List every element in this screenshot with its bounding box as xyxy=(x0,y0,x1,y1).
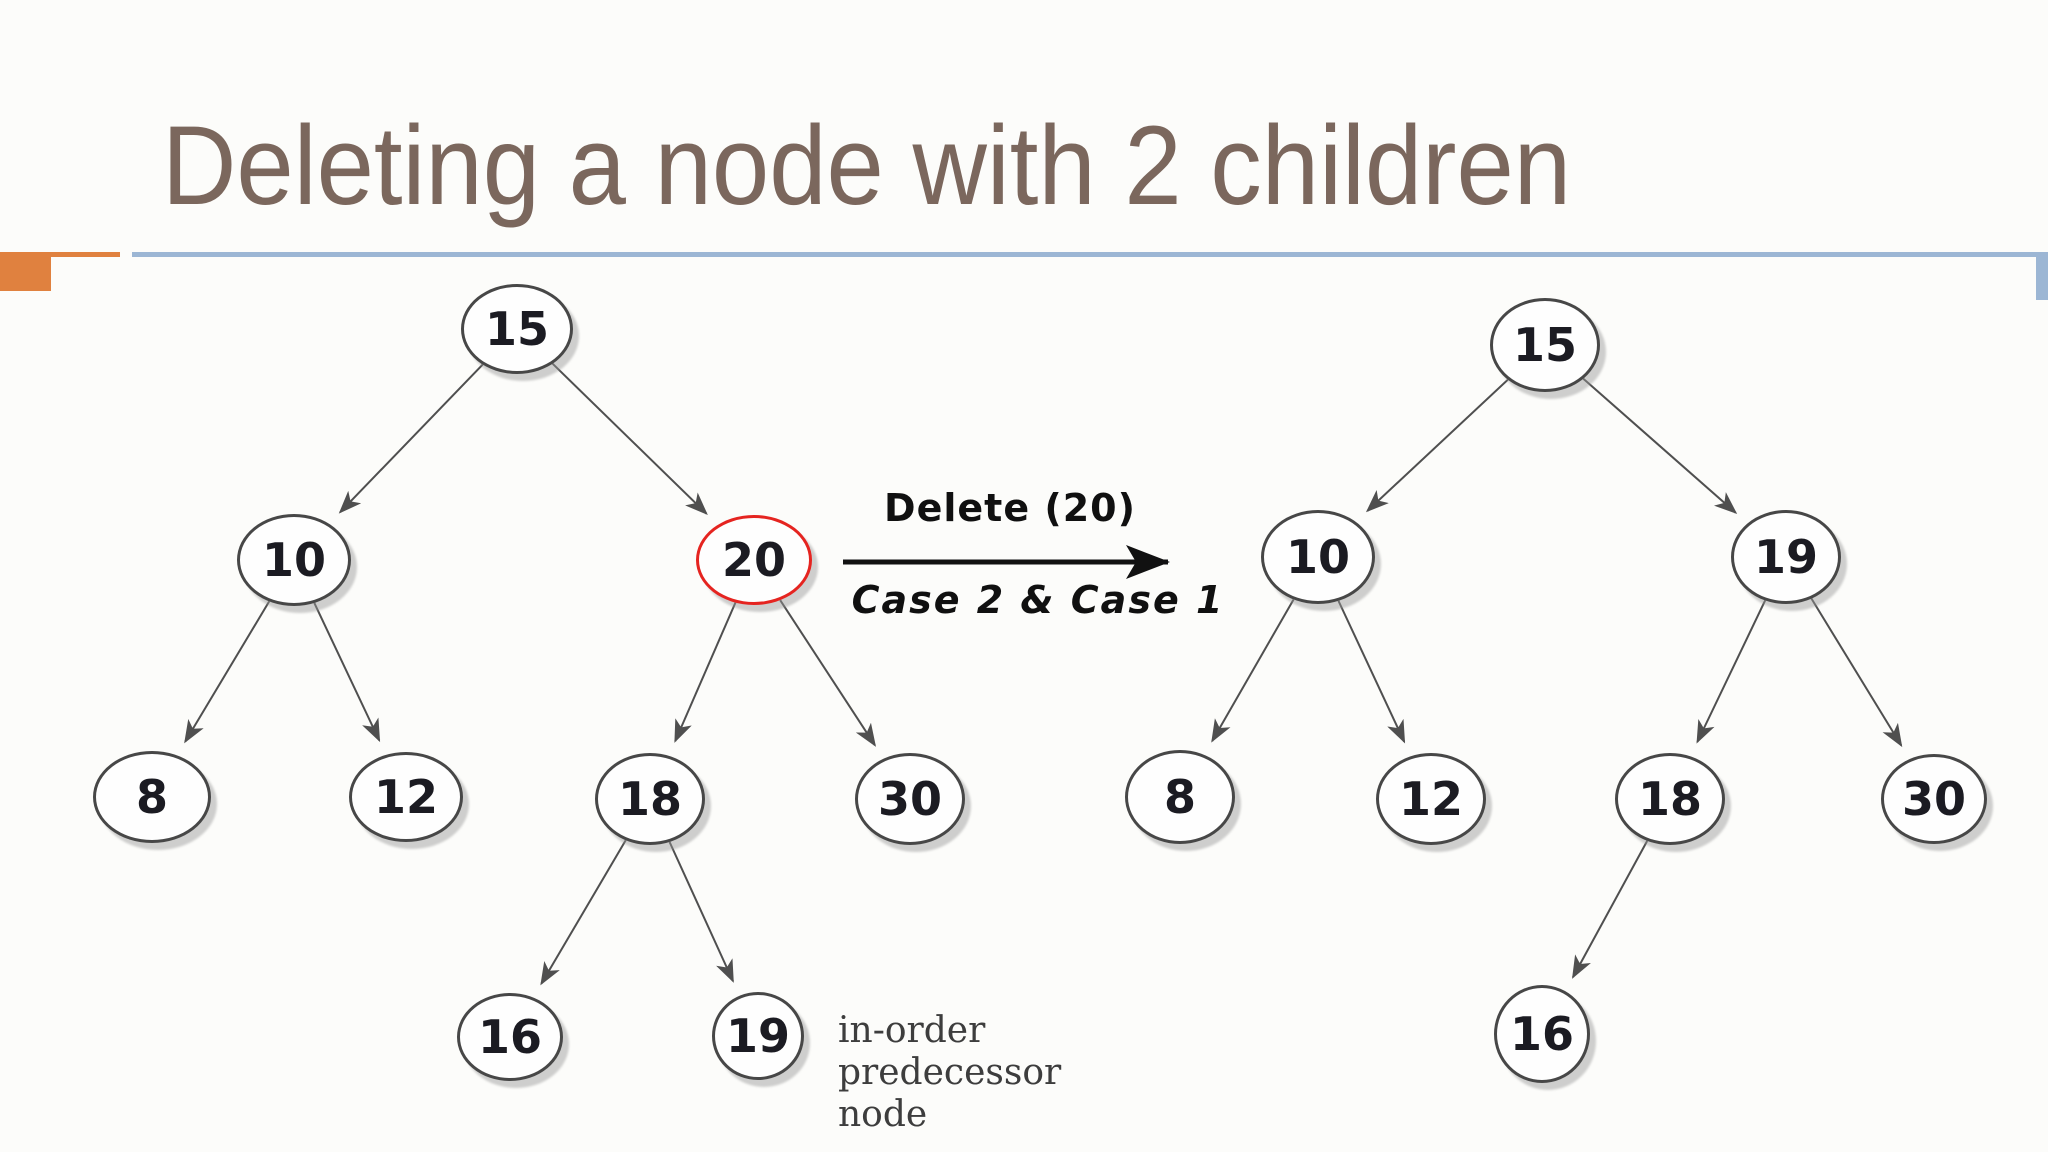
edge-after-19-30 xyxy=(1810,598,1903,748)
edge-after-19-18 xyxy=(1696,600,1767,744)
tree-node-before-12: 12 xyxy=(349,752,463,842)
tree-node-before-30: 30 xyxy=(855,753,965,845)
edge-after-10-8 xyxy=(1211,598,1295,743)
edge-before-15-20 xyxy=(551,363,708,516)
tree-node-before-20: 20 xyxy=(696,515,812,605)
edge-before-10-8 xyxy=(184,600,271,744)
edge-after-15-10 xyxy=(1365,378,1509,513)
tree-node-after-12: 12 xyxy=(1376,753,1486,845)
edge-before-20-18 xyxy=(674,602,737,743)
edge-after-10-12 xyxy=(1337,600,1406,744)
tree-node-before-18: 18 xyxy=(595,753,705,845)
tree-node-after-30: 30 xyxy=(1881,754,1987,844)
tree-node-before-19: 19 xyxy=(712,992,804,1080)
annotation-line-1: in-order xyxy=(838,1010,986,1051)
page-title: Deleting a node with 2 children xyxy=(162,103,1572,228)
tree-node-after-18: 18 xyxy=(1615,753,1725,845)
edge-before-10-12 xyxy=(313,602,381,743)
annotation-line-3: node xyxy=(838,1094,928,1135)
delete-operation-label: Delete (20) xyxy=(884,486,1136,530)
tree-edges xyxy=(184,363,1903,986)
edge-before-15-10 xyxy=(338,363,484,514)
edge-after-18-16 xyxy=(1572,840,1649,979)
divider-blue-line xyxy=(132,252,2048,257)
tree-node-before-16: 16 xyxy=(457,993,563,1081)
edge-before-18-19 xyxy=(668,841,734,983)
inorder-predecessor-annotation: in-order predecessor node xyxy=(838,1010,1061,1136)
case-label: Case 2 & Case 1 xyxy=(851,578,1225,622)
tree-node-after-8: 8 xyxy=(1125,750,1235,844)
tree-node-before-10: 10 xyxy=(237,514,351,606)
tree-node-after-15: 15 xyxy=(1490,298,1600,392)
tree-node-after-19: 19 xyxy=(1731,510,1841,604)
tree-node-after-10: 10 xyxy=(1261,510,1375,604)
accent-square-right xyxy=(2036,252,2048,300)
edge-before-20-30 xyxy=(779,599,876,747)
accent-square-left xyxy=(0,252,51,291)
edge-after-15-19 xyxy=(1582,377,1738,515)
tree-node-before-15: 15 xyxy=(461,284,573,374)
divider-orange-segment xyxy=(0,252,120,257)
edge-before-18-16 xyxy=(540,839,627,986)
tree-node-before-8: 8 xyxy=(93,751,211,843)
annotation-line-2: predecessor xyxy=(838,1052,1062,1093)
tree-node-after-16: 16 xyxy=(1494,985,1590,1083)
